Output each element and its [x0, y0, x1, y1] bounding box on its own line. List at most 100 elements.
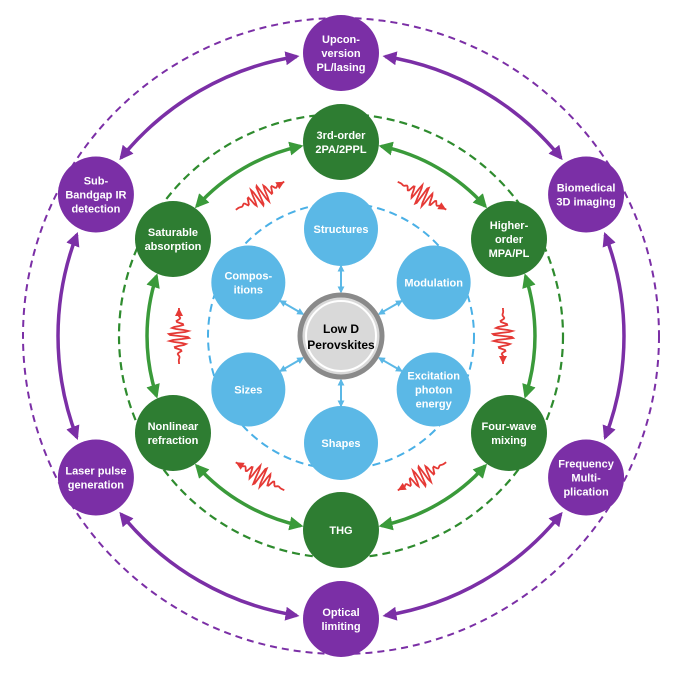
node-structures: Structures — [304, 192, 378, 266]
outer-node-label: detection — [71, 203, 120, 215]
middle-node-label: absorption — [145, 241, 202, 253]
outer-link-arrow — [119, 51, 300, 161]
node-excitation-photon-energy: Excitation photon energy — [396, 352, 471, 427]
inner-node-circle — [211, 352, 286, 427]
outer-node-label: PL/lasing — [317, 62, 366, 74]
middle-node-label: refraction — [148, 435, 199, 447]
inner-node-label: Compos- — [224, 270, 272, 282]
middle-node-label: MPA/PL — [489, 248, 530, 260]
center-node-circle — [297, 292, 385, 380]
center-label: Perovskites — [307, 338, 375, 352]
inner-node-circle — [211, 245, 286, 320]
middle-node-circle — [471, 201, 548, 277]
node-sub-bandgap-ir-detection: Sub- Bandgap IR detection — [57, 156, 134, 233]
middle-node-label: Higher- — [490, 220, 529, 232]
middle-node-label: Saturable — [148, 227, 198, 239]
outer-node-label: Frequency — [558, 458, 615, 470]
middle-node-label: 2PA/2PPL — [315, 144, 366, 156]
center-layer: Low D Perovskites — [297, 292, 385, 380]
inner-node-label: photon — [415, 384, 453, 396]
light-wave-icon — [397, 180, 447, 211]
middle-link-arrow — [522, 273, 537, 399]
outer-dashed-ring — [22, 17, 660, 655]
node-nonlinear-refraction: Nonlinear refraction — [134, 395, 211, 471]
inner-node-circle — [396, 245, 471, 320]
arrow-layer — [56, 51, 626, 621]
wave-layer — [166, 180, 516, 492]
outer-node-label: Bandgap IR — [65, 189, 126, 201]
inner-node-label: Shapes — [321, 438, 360, 450]
outer-node-label: plication — [563, 486, 609, 498]
node-biomedical-3d-imaging: Biomedical 3D imaging — [548, 156, 625, 233]
middle-node-label: Nonlinear — [148, 421, 199, 433]
inner-node-label: energy — [416, 398, 453, 410]
outer-node-label: 3D imaging — [556, 196, 615, 208]
outer-link-arrow — [382, 511, 563, 621]
outer-node-label: Sub- — [84, 175, 109, 187]
center-link-arrow — [377, 357, 403, 372]
middle-node-label: order — [495, 234, 524, 246]
light-wave-icon — [397, 461, 447, 492]
outer-node-label: version — [321, 48, 360, 60]
outer-node-circle — [548, 156, 625, 233]
inner-node-label: Sizes — [234, 384, 262, 396]
outer-node-label: Biomedical — [557, 182, 616, 194]
outer-link-arrow — [119, 511, 300, 621]
node-modulation: Modulation — [396, 245, 471, 320]
center-link-arrow — [279, 357, 305, 372]
node-compositions: Compos-itions — [211, 245, 286, 320]
center-node-inner-ring — [305, 300, 377, 372]
outer-node-label: limiting — [321, 621, 360, 633]
middle-node-circle — [303, 492, 379, 568]
node-four-wave-mixing: Four-wave mixing — [471, 395, 548, 471]
node-sizes: Sizes — [211, 352, 286, 427]
outer-node-label: Laser pulse — [65, 465, 126, 477]
outer-node-label: Upcon- — [322, 34, 360, 46]
outer-node-circle — [303, 581, 379, 657]
node-thg: THG — [303, 492, 379, 568]
middle-link-arrow — [378, 463, 488, 531]
center-label: Low D — [323, 322, 359, 336]
middle-node-label: THG — [329, 525, 352, 537]
middle-link-arrow — [378, 141, 488, 209]
center-link-arrow — [377, 300, 403, 315]
outer-node-circle — [548, 439, 625, 516]
outer-node-circle — [57, 439, 134, 516]
inner-node-label: Modulation — [404, 277, 463, 289]
center-link-arrow — [279, 300, 305, 315]
middle-link-arrow — [194, 141, 304, 209]
node-3rd-order-2pa-2ppl: 3rd-order 2PA/2PPL — [303, 104, 379, 180]
inner-node-circle — [304, 406, 378, 480]
light-wave-icon — [235, 461, 285, 492]
middle-node-circle — [134, 201, 211, 277]
middle-node-circle — [303, 104, 379, 180]
middle-link-arrow — [145, 273, 160, 399]
outer-link-arrow — [602, 231, 626, 441]
node-laser-pulse-generation: Laser pulse generation — [57, 439, 134, 516]
node-optical-limiting: Optical limiting — [303, 581, 379, 657]
outer-link-arrow — [382, 51, 563, 161]
inner-node-circle — [396, 352, 471, 427]
outer-node-label: Multi- — [571, 472, 601, 484]
middle-link-arrow — [194, 463, 304, 531]
outer-node-circle — [57, 156, 134, 233]
inner-node-label: Structures — [313, 224, 368, 236]
inner-node-circle — [304, 192, 378, 266]
middle-node-circle — [134, 395, 211, 471]
inner-node-label: Excitation — [407, 370, 460, 382]
middle-node-label: 3rd-order — [317, 130, 367, 142]
node-saturable-absorption: Saturable absorption — [134, 201, 211, 277]
outer-node-label: generation — [68, 479, 125, 491]
node-shapes: Shapes — [304, 406, 378, 480]
light-wave-icon — [490, 307, 516, 365]
middle-node-label: Four-wave — [482, 421, 537, 433]
middle-node-circle — [471, 395, 548, 471]
outer-node-label: Optical — [322, 607, 359, 619]
outer-link-arrow — [56, 231, 80, 441]
middle-node-label: mixing — [491, 435, 526, 447]
